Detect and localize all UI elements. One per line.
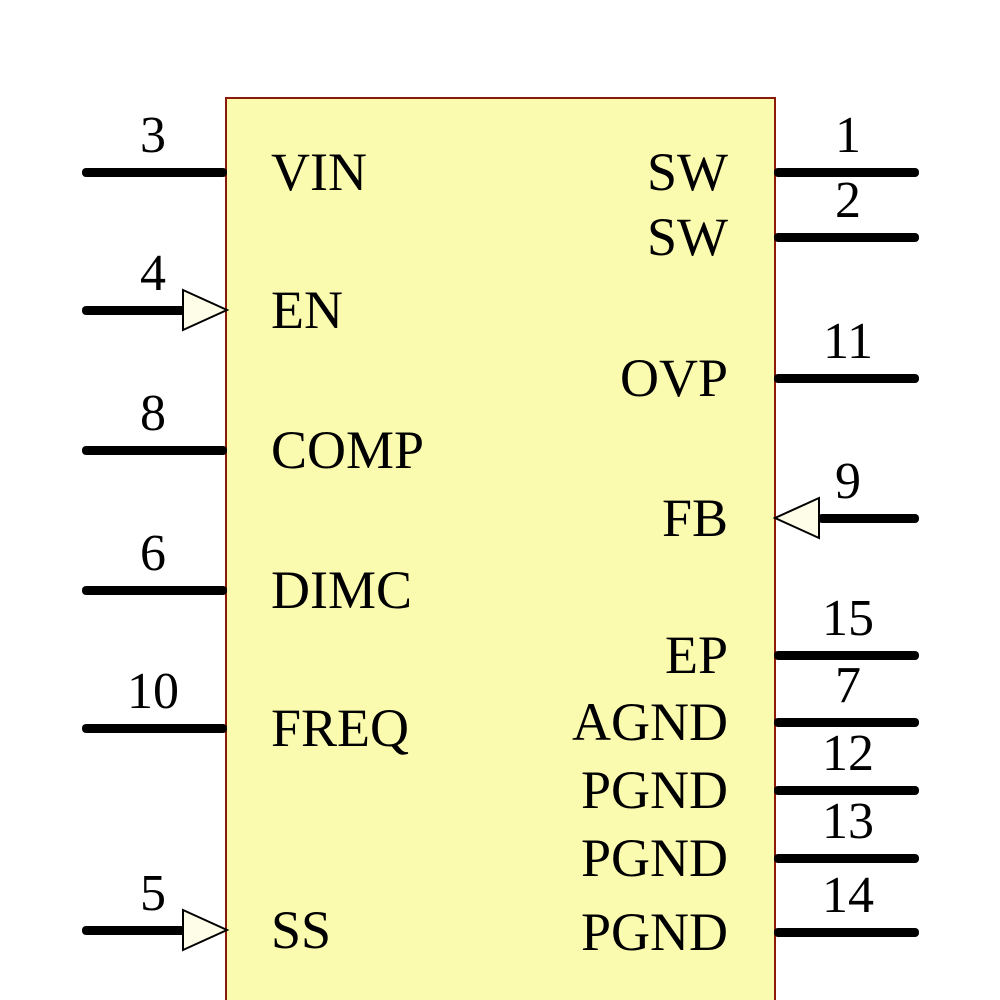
- pin-number: 12: [822, 725, 874, 782]
- pin-label: EP: [664, 625, 728, 685]
- pin-label: FB: [661, 488, 728, 548]
- pin-connection-line[interactable]: [774, 374, 919, 383]
- pin-label: SS: [271, 900, 332, 960]
- pin-label: OVP: [619, 348, 728, 408]
- pin-label: PGND: [580, 760, 728, 820]
- pin-connection-line[interactable]: [774, 168, 919, 177]
- pin-number: 13: [822, 793, 874, 850]
- pin-number: 9: [835, 453, 861, 510]
- pin-label: AGND: [572, 692, 728, 752]
- pin-connection-line[interactable]: [82, 446, 227, 455]
- pin-connection-line[interactable]: [774, 854, 919, 863]
- pin-connection-line[interactable]: [82, 306, 186, 315]
- pin-connection-line[interactable]: [774, 718, 919, 727]
- pin-number: 15: [822, 590, 874, 647]
- input-arrow-icon: [182, 908, 230, 952]
- pin-connection-line[interactable]: [774, 786, 919, 795]
- pin-label: EN: [271, 280, 343, 340]
- pin-number: 8: [140, 385, 166, 442]
- pin-label: DIMC: [271, 560, 413, 620]
- pin-number: 10: [127, 663, 179, 720]
- pin-connection-line[interactable]: [818, 514, 919, 523]
- pin-connection-line[interactable]: [82, 926, 186, 935]
- pin-label: COMP: [271, 420, 425, 480]
- pin-number: 14: [822, 867, 874, 924]
- pin-connection-line[interactable]: [774, 233, 919, 242]
- pin-label: PGND: [580, 902, 728, 962]
- pin-connection-line[interactable]: [774, 651, 919, 660]
- input-arrow-icon: [182, 288, 230, 332]
- pin-number: 3: [140, 107, 166, 164]
- pin-connection-line[interactable]: [82, 586, 227, 595]
- pin-connection-line[interactable]: [82, 168, 227, 177]
- pin-number: 2: [835, 172, 861, 229]
- pin-number: 1: [835, 107, 861, 164]
- pin-connection-line[interactable]: [774, 928, 919, 937]
- pin-number: 7: [835, 657, 861, 714]
- ic-body-rectangle: [225, 97, 776, 1000]
- pin-number: 11: [822, 313, 874, 370]
- pin-number: 6: [140, 525, 166, 582]
- pin-label: SW: [647, 142, 728, 202]
- pin-number: 5: [140, 865, 166, 922]
- pin-label: PGND: [580, 828, 728, 888]
- pin-label: FREQ: [271, 698, 410, 758]
- pin-connection-line[interactable]: [82, 724, 227, 733]
- input-arrow-icon: [772, 496, 820, 540]
- pin-label: VIN: [271, 142, 367, 202]
- pin-label: SW: [647, 207, 728, 267]
- pin-number: 4: [140, 245, 166, 302]
